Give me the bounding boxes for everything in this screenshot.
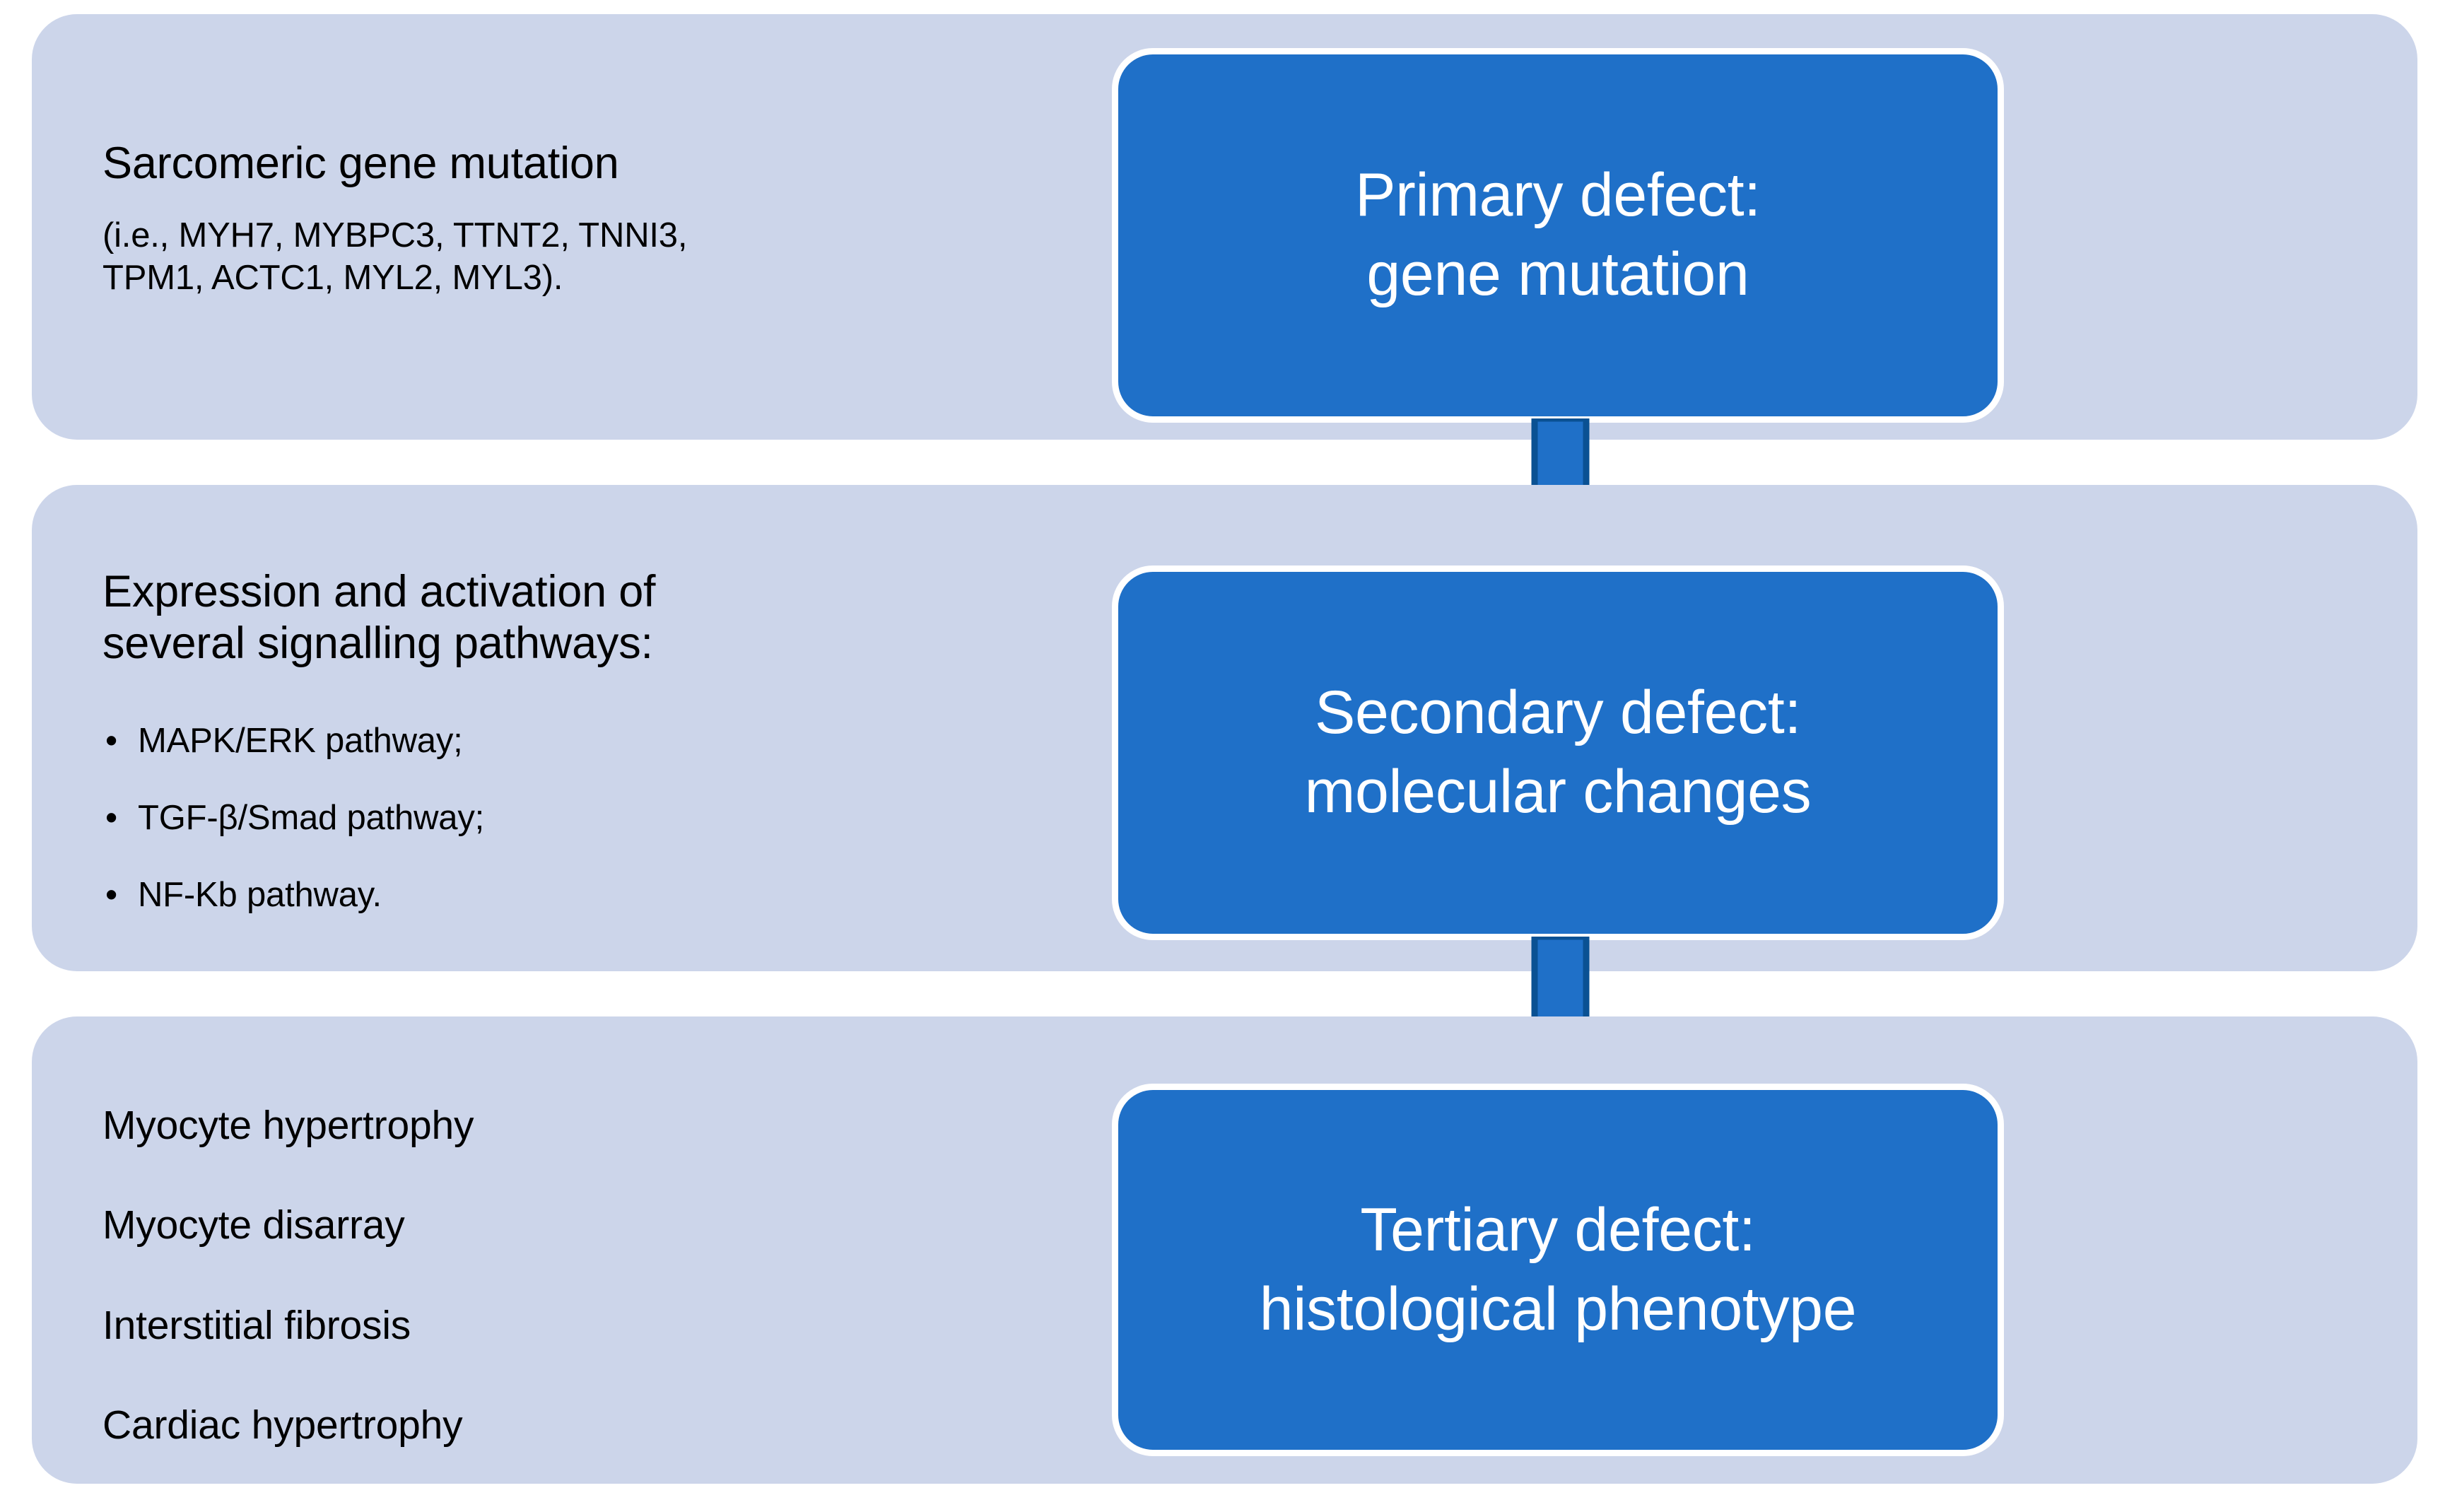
bullet-icon: •: [105, 875, 117, 914]
bullet-icon: •: [105, 722, 117, 761]
list-item-label: MAPK/ERK pathway;: [138, 722, 463, 761]
panel-primary-text: Sarcomeric gene mutation (i.e., MYH7, MY…: [102, 138, 1357, 300]
list-item: • MAPK/ERK pathway;: [102, 720, 1357, 762]
stage-box-primary-label: Primary defect: gene mutation: [1355, 161, 1761, 308]
stage-box-secondary[interactable]: Secondary defect: molecular changes: [1112, 565, 2004, 940]
list-item: • NF-Kb pathway.: [102, 874, 1357, 916]
panel-tertiary-text: Myocyte hypertrophy Myocyte disarray Int…: [102, 1101, 1357, 1501]
stage-box-primary[interactable]: Primary defect: gene mutation: [1112, 48, 2004, 423]
panel-tertiary-line-list: Myocyte hypertrophy Myocyte disarray Int…: [102, 1101, 1357, 1450]
panel-secondary-bullet-list: • MAPK/ERK pathway; • TGF-β/Smad pathway…: [102, 720, 1357, 915]
panel-secondary-text: Expression and activation of several sig…: [102, 566, 1357, 951]
panel-primary-heading: Sarcomeric gene mutation: [102, 139, 619, 188]
list-item: Interstitial fibrosis: [102, 1302, 411, 1348]
list-item: • TGF-β/Smad pathway;: [102, 797, 1357, 839]
list-item-label: TGF-β/Smad pathway;: [138, 798, 485, 837]
stage-box-tertiary[interactable]: Tertiary defect: histological phenotype: [1112, 1084, 2004, 1456]
bullet-icon: •: [105, 798, 117, 837]
stage-box-secondary-label: Secondary defect: molecular changes: [1304, 679, 1812, 826]
list-item: Myocyte disarray: [102, 1202, 405, 1248]
panel-primary-subtext: (i.e., MYH7, MYBPC3, TTNT2, TNNI3, TPM1,…: [102, 216, 688, 297]
list-item: Cardiac hypertrophy: [102, 1402, 463, 1448]
panel-secondary-heading: Expression and activation of several sig…: [102, 567, 656, 669]
list-item-label: NF-Kb pathway.: [138, 875, 382, 914]
stage-box-tertiary-label: Tertiary defect: histological phenotype: [1259, 1195, 1857, 1343]
list-item: Myocyte hypertrophy: [102, 1103, 474, 1148]
